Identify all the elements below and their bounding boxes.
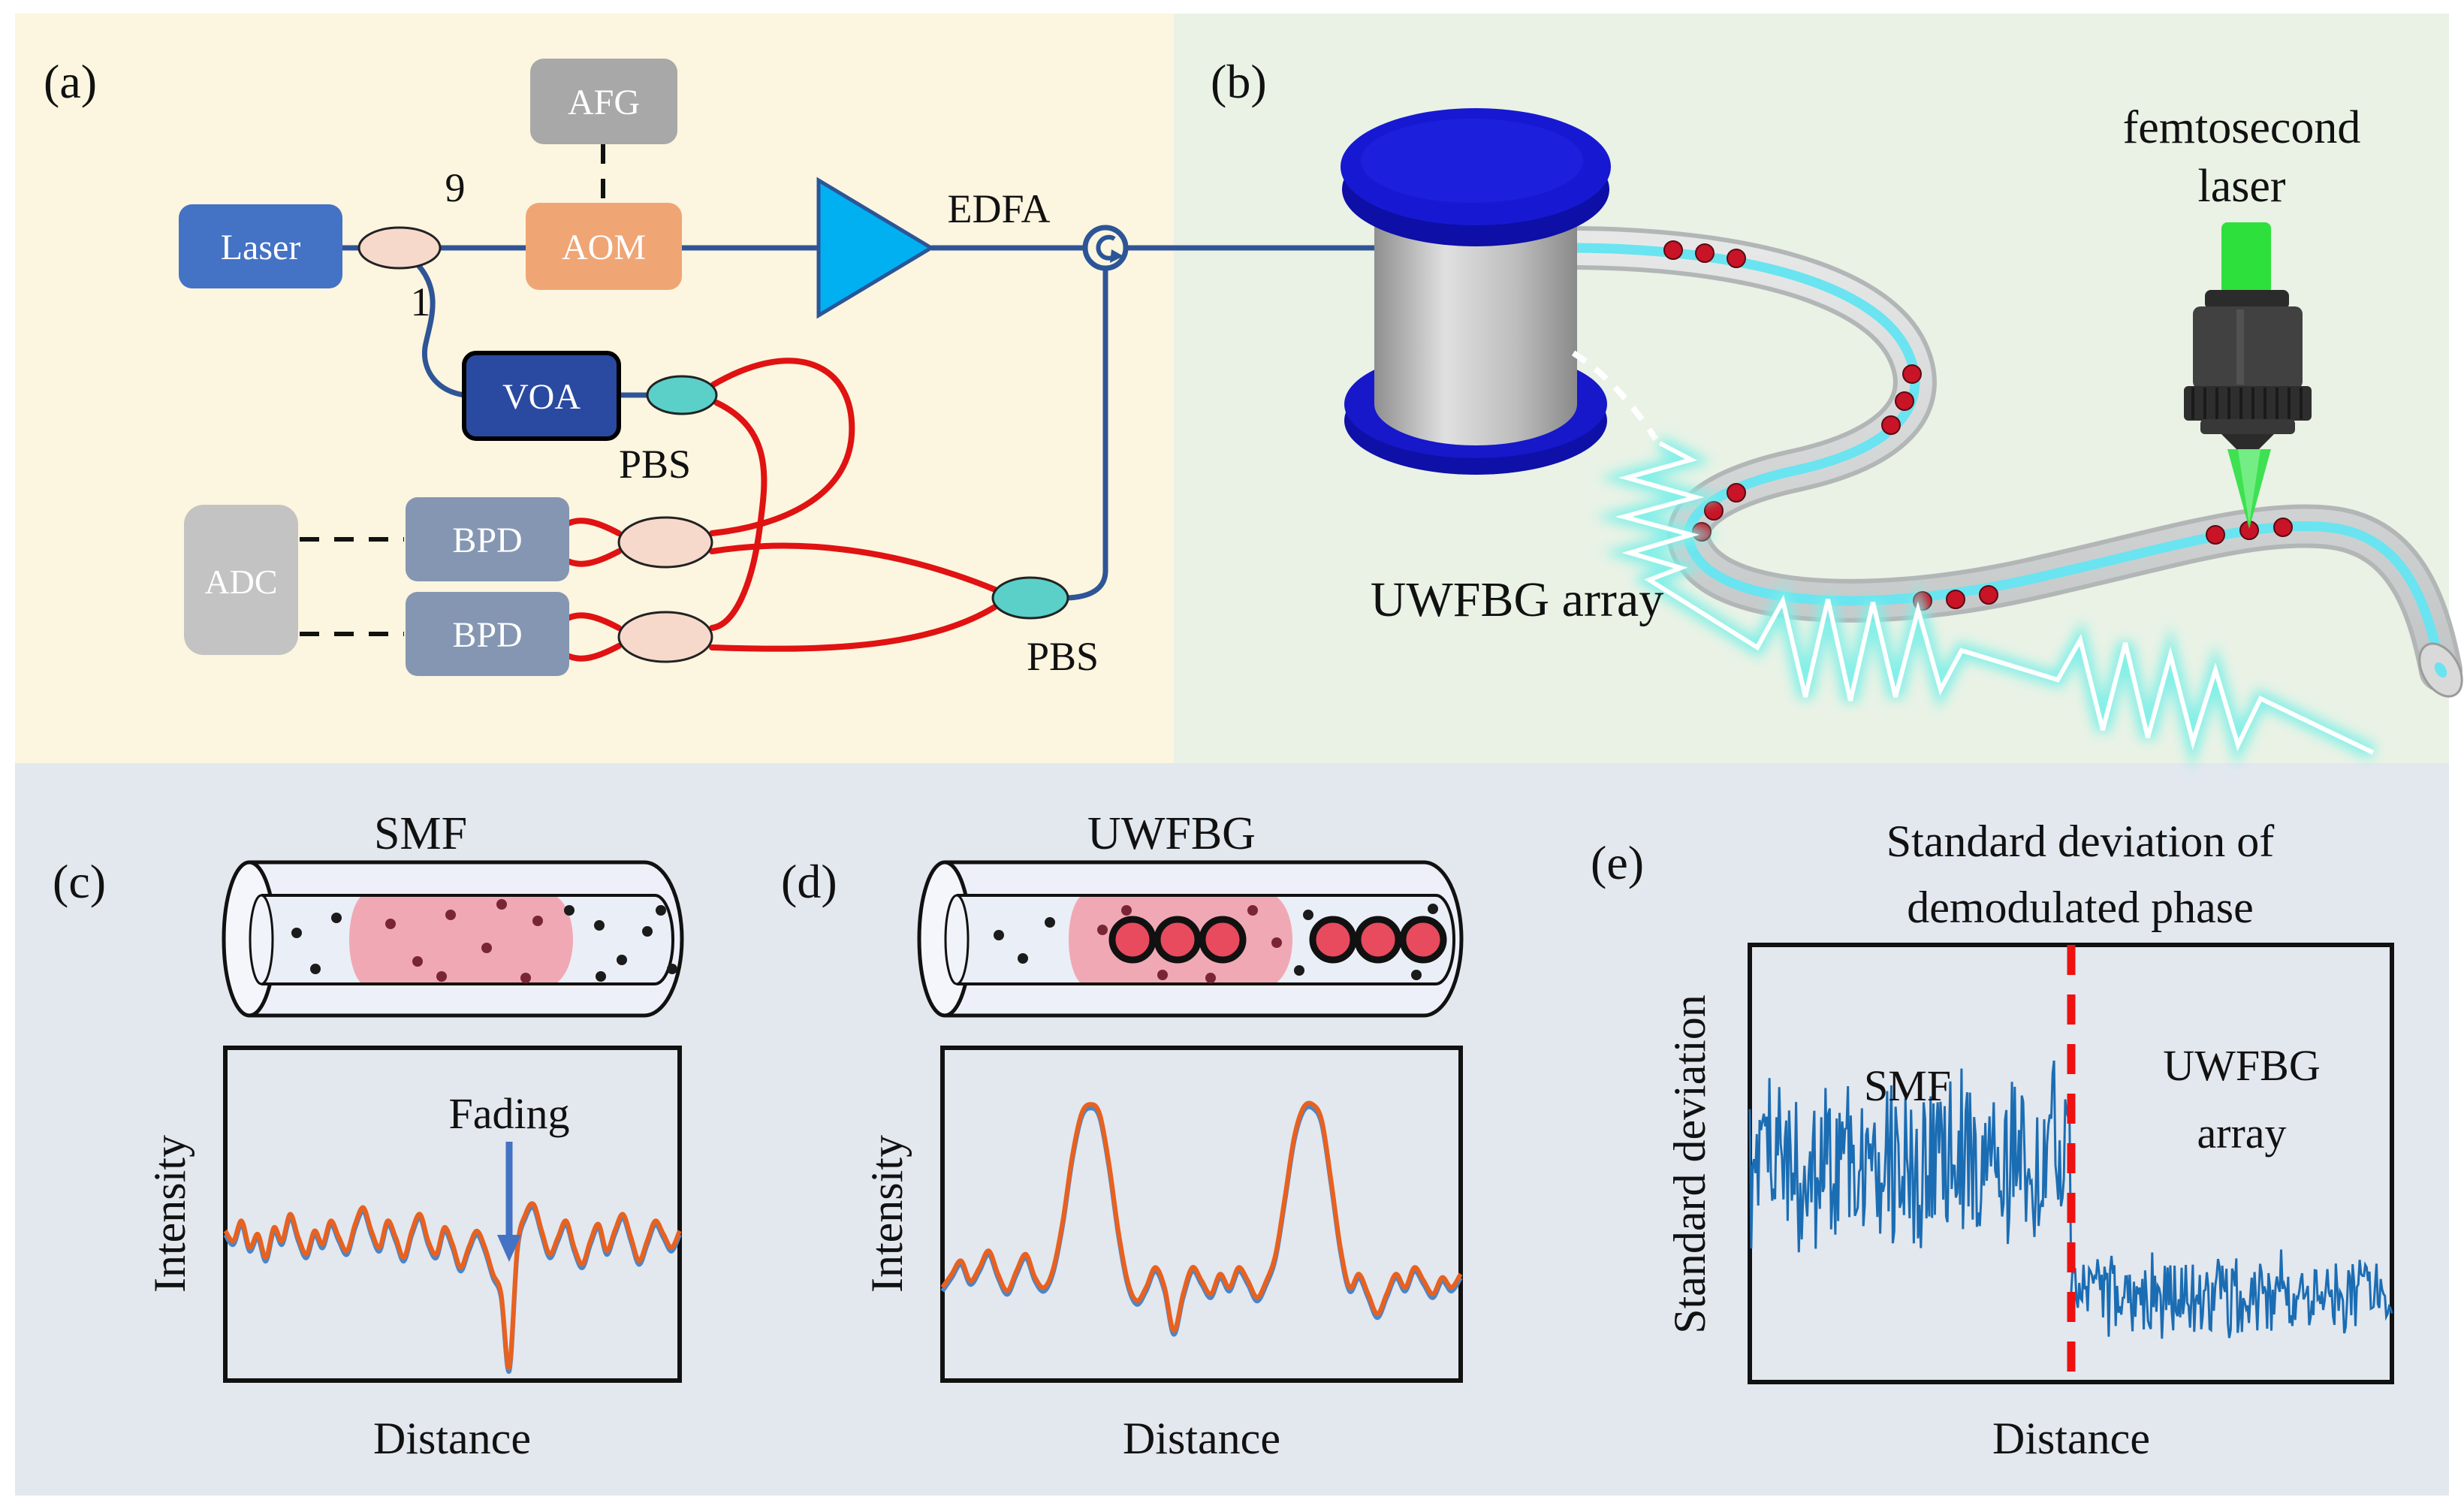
pulse-region-highlight: [349, 897, 573, 982]
edfa-label: EDFA: [947, 186, 1050, 231]
uwfbg-grating-circles: [1108, 916, 1447, 964]
bpd2-box: BPD: [406, 592, 569, 676]
dashed-control-lines: [300, 144, 605, 636]
adc-label: ADC: [204, 563, 277, 601]
plot-e-trace-uwfbg: [2070, 1249, 2393, 1339]
coupler-90-10-icon: [357, 226, 442, 270]
panel-d-label: (d): [781, 855, 837, 908]
femtosecond-label-line2: laser: [2197, 161, 2285, 212]
bpd2-label: BPD: [452, 615, 522, 655]
panel-c: (c) SMF Fading: [53, 808, 684, 1463]
pbs1-icon: [646, 375, 718, 415]
plot-d-trace: [940, 1100, 1463, 1333]
fading-arrow-icon: [497, 1142, 521, 1262]
plot-e-region-uwfbg-line2: array: [2197, 1109, 2286, 1157]
panel-b-label: (b): [1211, 55, 1267, 108]
aom-label: AOM: [562, 228, 646, 267]
fiber-end-face: [2418, 642, 2463, 698]
plot-e-ylabel: Standard deviation: [1665, 994, 1715, 1334]
split-ratio-9: 9: [445, 165, 466, 210]
uwfbg-cylinder: [917, 860, 1464, 1018]
panel-d-title: UWFBG: [1087, 808, 1256, 859]
panel-e: (e) Standard deviation of demodulated ph…: [1591, 816, 2394, 1463]
voa-label: VOA: [502, 377, 581, 417]
plot-c-ylabel: Intensity: [145, 1135, 195, 1293]
laser-label: Laser: [221, 228, 301, 267]
fading-annotation: Fading: [448, 1089, 569, 1138]
sensing-fiber: [1555, 226, 2463, 698]
plot-d-ylabel: Intensity: [862, 1135, 912, 1293]
blue-fiber-lines: [342, 245, 1397, 601]
pulse-train: [1594, 436, 2377, 770]
pbs1-label: PBS: [619, 442, 691, 487]
scatter-dots-in-pulse: [385, 899, 543, 983]
edfa-amplifier-icon: EDFA: [816, 177, 1051, 319]
voa-box: VOA: [462, 351, 621, 441]
plot-e-trace-smf: [1748, 1060, 2072, 1253]
afg-label: AFG: [568, 83, 640, 122]
adc-box: ADC: [184, 505, 298, 655]
panel-d: (d) UWFBG: [781, 808, 1464, 1463]
panel-a-label: (a): [44, 55, 97, 108]
panel-a: (a): [44, 55, 1397, 679]
scatter-dots: [291, 905, 677, 982]
plot-d-xlabel: Distance: [1123, 1414, 1280, 1463]
smf-cylinder: [222, 860, 684, 1018]
scatter-dots-in-pulse-d: [1097, 905, 1282, 983]
plot-d-frame: [940, 1046, 1463, 1383]
plot-e-region-smf: SMF: [1864, 1061, 1951, 1110]
plot-e-xlabel: Distance: [1992, 1414, 2150, 1463]
bpd1-box: BPD: [406, 497, 569, 581]
circulator-icon: [1082, 225, 1129, 271]
plot-c-trace: [223, 1201, 682, 1370]
uwfbg-array-label: UWFBG array: [1371, 572, 1663, 627]
panel-e-title-line1: Standard deviation of: [1886, 816, 2275, 866]
femtosecond-laser-head: [2184, 222, 2312, 529]
panel-e-label: (e): [1591, 836, 1644, 889]
femtosecond-label-line1: femtosecond: [2123, 102, 2361, 153]
plot-c-xlabel: Distance: [373, 1414, 531, 1463]
coupler-top-icon: [617, 516, 713, 569]
panel-c-label: (c): [53, 855, 106, 908]
coupler-bottom-icon: [617, 611, 713, 663]
split-ratio-1: 1: [411, 279, 431, 324]
bpd1-label: BPD: [452, 521, 522, 560]
panel-e-title-line2: demodulated phase: [1907, 883, 2254, 932]
red-fiber-paths: [565, 358, 1000, 662]
laser-beam-input: [2221, 222, 2271, 294]
pbs2-icon: [991, 576, 1069, 620]
afg-box: AFG: [530, 59, 677, 144]
plot-c-frame: [223, 1046, 682, 1383]
spool-fiber-dashes: [1571, 350, 1659, 442]
pbs2-label: PBS: [1027, 634, 1099, 679]
fiber-spool: [1341, 108, 1611, 475]
aom-box: AOM: [526, 203, 682, 290]
panel-c-title: SMF: [374, 808, 467, 859]
panel-b: (b): [1211, 55, 2463, 770]
plot-e-region-uwfbg-line1: UWFBG: [2163, 1041, 2320, 1090]
laser-box: Laser: [179, 204, 342, 288]
